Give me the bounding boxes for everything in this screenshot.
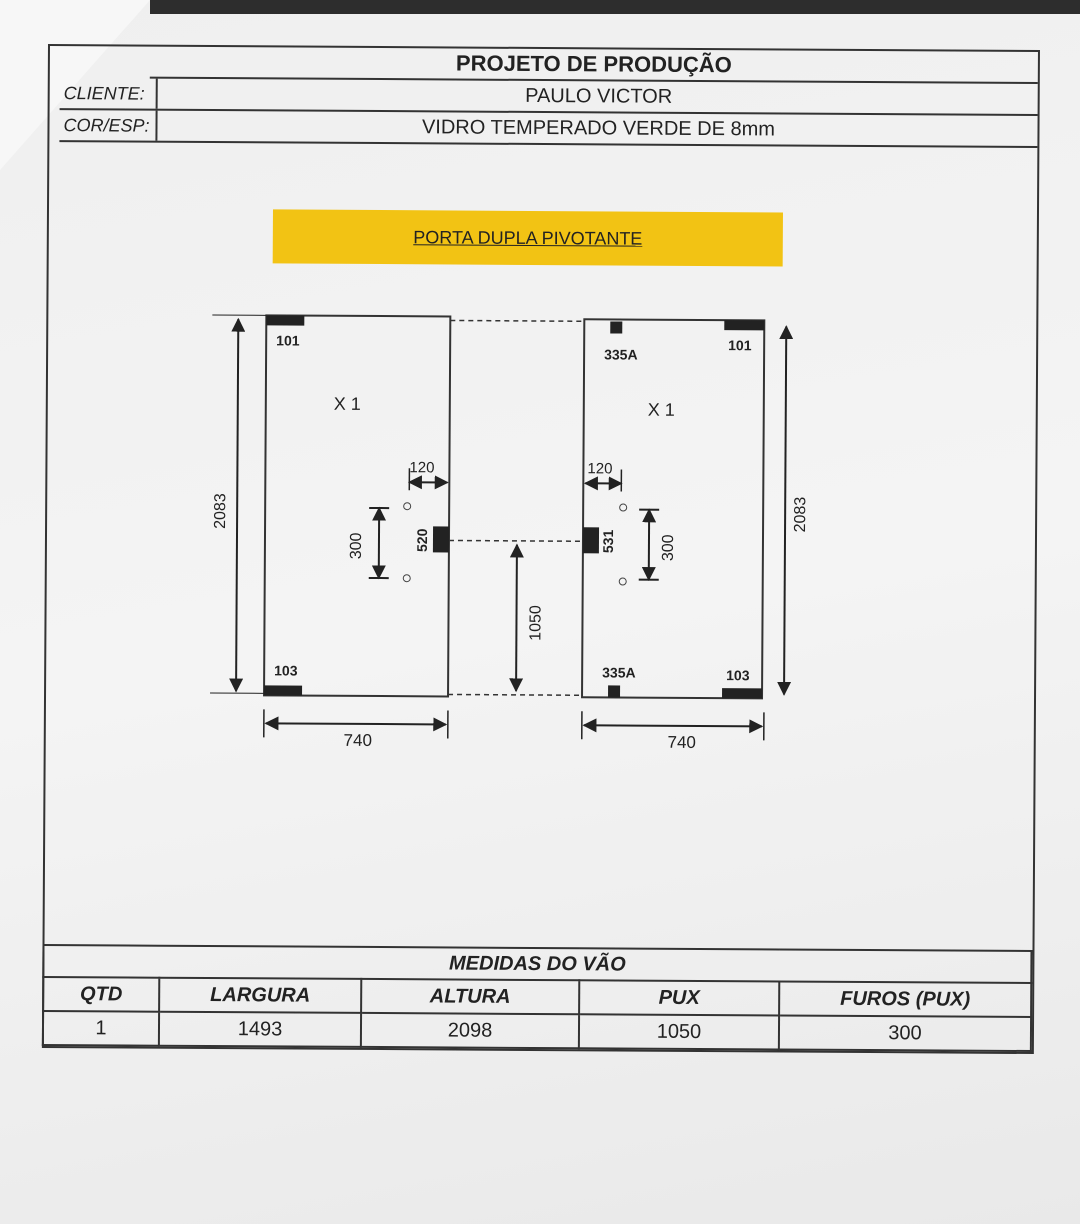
- measures-value-row: 1 1493 2098 1050 300: [42, 1010, 1032, 1052]
- value-altura: 2098: [360, 1012, 580, 1049]
- value-qtd: 1: [42, 1010, 160, 1046]
- left-handle-fitting: [432, 526, 450, 553]
- left-glass-panel: [263, 314, 452, 698]
- right-hole-top-icon: [619, 503, 628, 512]
- right-hole-bottom-icon: [618, 577, 627, 586]
- value-largura: 1493: [158, 1011, 362, 1047]
- left-top-code: 101: [276, 332, 300, 348]
- right-bottom-pivot-code: 335A: [602, 664, 636, 680]
- right-width-line: [582, 718, 764, 734]
- left-height-line: [229, 317, 246, 693]
- right-quantity: X 1: [648, 400, 675, 420]
- left-handle-code: 520: [414, 528, 430, 552]
- left-width-line: [264, 716, 448, 732]
- handle-height: 1050: [527, 605, 544, 641]
- measures-table: MEDIDAS DO VÃO QTD LARGURA ALTURA PUX FU…: [42, 944, 1033, 1052]
- left-height: 2083: [212, 493, 229, 529]
- left-bottom-code: 103: [274, 662, 298, 678]
- handle-height-line: [509, 543, 524, 693]
- left-bottom-fitting: [264, 685, 303, 696]
- right-bottom-fitting: [722, 688, 763, 699]
- bottom-dashed-connector: [448, 693, 583, 697]
- left-hole-top-icon: [403, 502, 412, 511]
- left-hole-bottom-icon: [402, 574, 411, 583]
- left-width: 740: [344, 731, 372, 750]
- header-altura: ALTURA: [361, 978, 580, 1015]
- right-top-pivot: [610, 321, 623, 334]
- right-glass-panel: [581, 318, 766, 700]
- right-bottom-code: 103: [726, 667, 750, 683]
- right-handle-offset: 120: [587, 460, 612, 477]
- right-top-fitting: [724, 320, 765, 331]
- technical-drawing: 101 103 X 1 300 520 120 2083 740: [210, 314, 809, 752]
- header-largura: LARGURA: [159, 977, 362, 1013]
- background-edge: [150, 0, 1080, 14]
- header-pux: PUX: [579, 980, 780, 1016]
- right-handle-fitting: [582, 527, 600, 554]
- left-handle-offset: 120: [409, 459, 434, 476]
- top-dashed-connector: [450, 319, 585, 323]
- right-width: 740: [668, 733, 696, 752]
- right-height-line: [777, 325, 794, 696]
- header-qtd: QTD: [43, 976, 160, 1012]
- left-hole-spacing: 300: [348, 532, 365, 559]
- right-hole-spacing: 300: [660, 534, 677, 561]
- folded-paper-corner: [0, 0, 150, 170]
- header-furos: FUROS (PUX): [779, 981, 1032, 1018]
- right-top-pivot-code: 335A: [604, 346, 638, 362]
- handle-dashed-connector: [448, 539, 583, 543]
- right-top-code: 101: [728, 337, 752, 353]
- value-furos: 300: [778, 1015, 1032, 1052]
- value-pux: 1050: [578, 1014, 780, 1050]
- left-quantity: X 1: [334, 394, 361, 414]
- right-height: 2083: [792, 497, 809, 533]
- right-bottom-pivot: [608, 685, 621, 698]
- production-form: PROJETO DE PRODUÇÃO CLIENTE: PAULO VICTO…: [41, 44, 1040, 1055]
- right-handle-code: 531: [600, 529, 616, 553]
- left-top-fitting: [266, 315, 305, 326]
